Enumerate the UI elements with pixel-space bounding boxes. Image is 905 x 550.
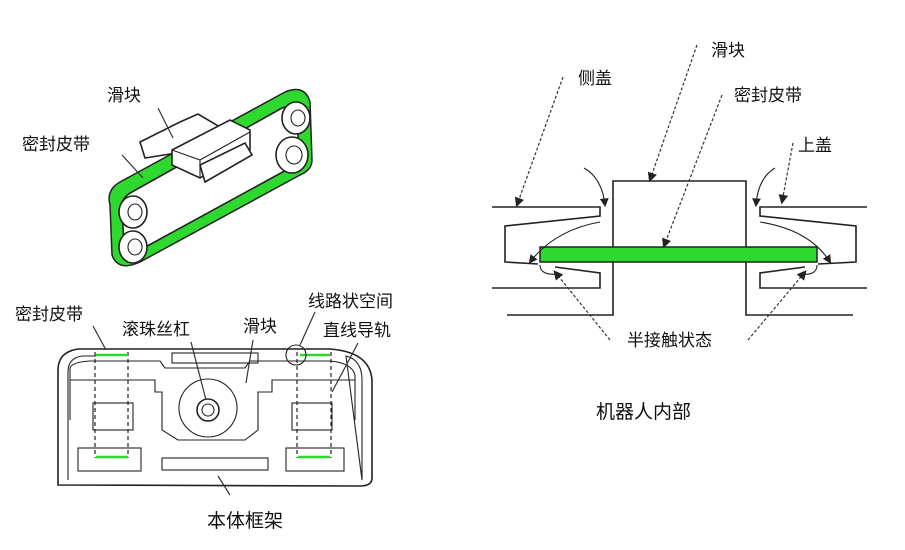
semi-contact-curves [539, 264, 818, 275]
body-frame-outline [57, 348, 373, 487]
slider-top-plate [171, 352, 259, 364]
slider-body [70, 379, 355, 441]
slider-section [507, 180, 853, 316]
pulley-bottom-left-lower [118, 230, 148, 264]
label-side-cover: 侧盖 [578, 69, 612, 89]
leader-labyrinth [299, 311, 316, 346]
label-top-cover: 上盖 [798, 136, 832, 156]
leader-seal-belt-b [92, 325, 107, 351]
leader-body-frame [217, 475, 231, 496]
label-semi-contact: 半接触状态 [627, 331, 712, 351]
airflow-arrow-right [752, 167, 776, 208]
caption-body-frame: 本体框架 [207, 510, 283, 532]
rail-base-right [285, 447, 345, 472]
ball-screw-outer [178, 378, 238, 438]
robot-interior-figure: 侧盖 滑块 密封皮带 上盖 半接触状态 机器人内部 [492, 41, 867, 423]
linear-guide-left [92, 402, 134, 431]
label-slider-b: 滑块 [243, 317, 277, 337]
airflow-arrow-right-inner [759, 221, 832, 264]
labyrinth-space-circle [285, 344, 307, 366]
leader-slider-b [245, 339, 254, 384]
label-seal-belt: 密封皮带 [22, 135, 90, 155]
leader-seal-belt-c [662, 94, 723, 249]
leader-seal-belt [121, 154, 144, 179]
label-labyrinth-space: 线路状空间 [308, 292, 393, 312]
leader-slider-c [647, 44, 698, 183]
label-slider-c: 滑块 [711, 41, 745, 61]
frame-cross-section-figure: 密封皮带 滚珠丝杠 滑块 线路状空间 直线导轨 本体框架 [15, 292, 393, 532]
leader-side-cover [514, 76, 564, 208]
rail-base-left [77, 447, 142, 472]
caption-robot-interior: 机器人内部 [596, 401, 691, 423]
label-slider: 滑块 [107, 86, 141, 106]
leader-semi-contact-left [553, 270, 611, 341]
leader-top-cover [778, 142, 794, 205]
label-ball-screw: 滚珠丝杠 [122, 320, 190, 340]
belt-path-dashed [94, 352, 332, 458]
leader-ball-screw [190, 341, 207, 401]
leader-slider [157, 107, 174, 139]
slider-outline [69, 360, 356, 420]
frame-bottom-slot [161, 457, 269, 471]
label-linear-guide: 直线导轨 [323, 321, 391, 341]
ball-screw-core [201, 403, 215, 417]
pulley-bottom-left-upper [118, 195, 148, 229]
airflow-arrow-left [583, 167, 609, 208]
linear-guide-right [291, 402, 333, 431]
lower-plate-right [759, 266, 867, 289]
lower-plate-left [492, 266, 601, 289]
pulley-top-right-lower [275, 136, 309, 174]
label-seal-belt-c: 密封皮带 [734, 86, 802, 106]
ball-screw-shaft [196, 398, 220, 422]
seal-belt-section [539, 246, 818, 263]
side-cover-left [492, 206, 601, 265]
leader-semi-contact-right [747, 270, 807, 341]
frame-inner-wall [67, 355, 363, 481]
pulley-top-right-upper [281, 101, 311, 135]
belt-loop-figure: 滑块 密封皮带 [22, 86, 313, 267]
label-seal-belt-b: 密封皮带 [15, 305, 83, 325]
slider-block [139, 113, 254, 184]
airflow-arrow-left-inner [528, 221, 601, 264]
top-cover-right [759, 206, 867, 265]
leader-linear-guide [331, 342, 359, 393]
